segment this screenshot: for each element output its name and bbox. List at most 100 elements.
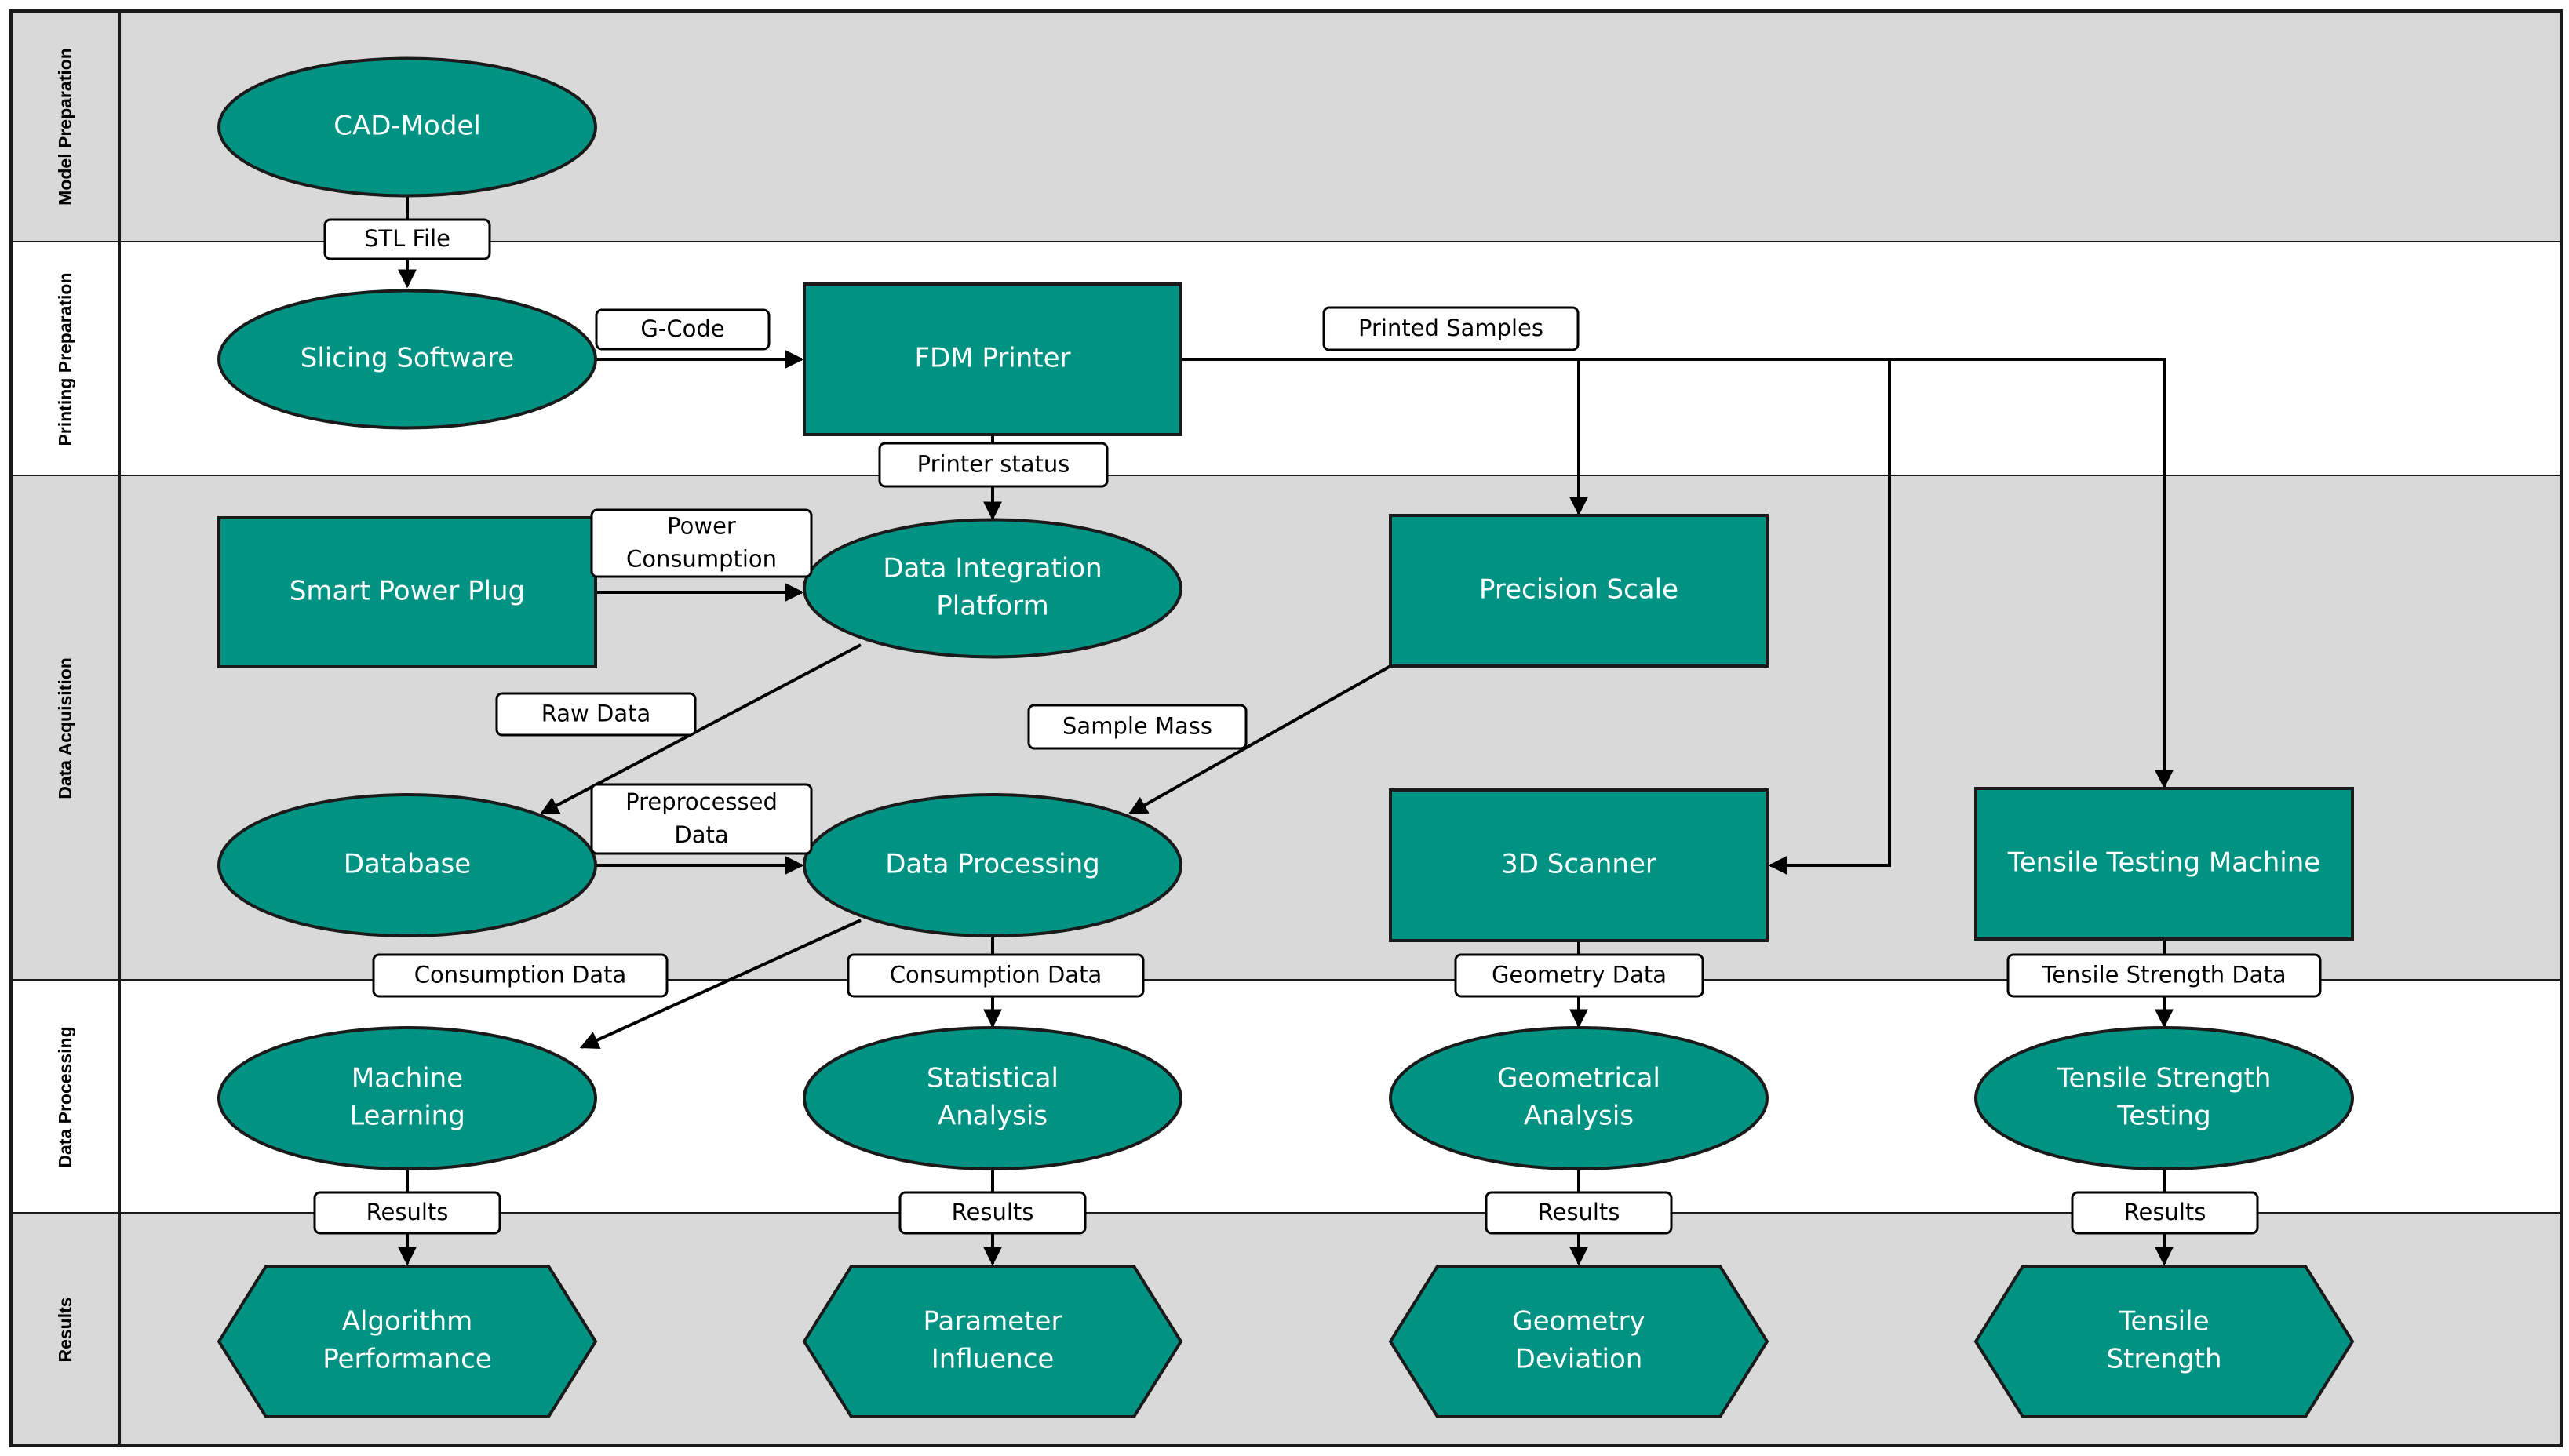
label-text: Data [674, 821, 728, 848]
label-box [372, 953, 669, 998]
ellipse-shape [803, 1026, 1182, 1170]
node-label: Algorithm [342, 1306, 473, 1338]
label-box [878, 442, 1109, 488]
label-box [495, 692, 697, 737]
node-label: Smart Power Plug [290, 576, 525, 607]
label-text: Results [2124, 1199, 2206, 1225]
node-slicing: Slicing Software [217, 289, 597, 430]
node-label: Statistical [927, 1063, 1059, 1094]
label-text: Printed Samples [1358, 315, 1543, 341]
label-box [323, 218, 491, 260]
label-box [2071, 1191, 2259, 1235]
label-box [847, 953, 1145, 998]
edge-label-printed: Printed Samples [1322, 306, 1580, 351]
label-text: Printer status [917, 451, 1070, 478]
lane-label: Data Acquisition [55, 657, 75, 799]
ellipse-shape [803, 793, 1182, 937]
node-label: Precision Scale [1479, 574, 1678, 606]
edge-label-gcode: G-Code [595, 308, 771, 351]
node-label: Strength [2106, 1344, 2221, 1375]
edge-fdm-to-scanner [1579, 358, 1891, 875]
edge-label-stl: STL File [323, 218, 491, 260]
node-label: Data Processing [885, 849, 1100, 880]
node-label: Testing [2116, 1101, 2211, 1132]
node-db: Database [217, 793, 597, 937]
edge-label-res3: Results [1485, 1191, 1673, 1235]
node-label: Tensile Testing Machine [2007, 847, 2320, 879]
rect-shape [1974, 787, 2354, 941]
ellipse-shape [1389, 1026, 1769, 1170]
edge-scale-to-dproc [1128, 664, 1391, 815]
node-label: Influence [931, 1344, 1055, 1375]
label-box [595, 308, 771, 351]
label-text: Results [1538, 1199, 1620, 1225]
edge-fdm-to-tensile-machine [1889, 358, 2174, 789]
label-text: Sample Mass [1062, 713, 1212, 740]
edge-label-mass: Sample Mass [1027, 704, 1248, 750]
node-label: Learning [349, 1101, 465, 1132]
edge-label-res4: Results [2071, 1191, 2259, 1235]
rect-shape [217, 516, 597, 668]
node-cad: CAD-Model [217, 56, 597, 198]
diagram-frame [9, 9, 2563, 1447]
node-label: Analysis [1524, 1101, 1634, 1132]
node-label: Data Integration [883, 553, 1102, 584]
node-tensile-machine: Tensile Testing Machine [1974, 787, 2354, 941]
edge-label-res2: Results [898, 1191, 1087, 1235]
label-text: Geometry Data [1492, 962, 1667, 988]
ellipse-shape [803, 518, 1182, 659]
label-box [590, 783, 813, 855]
label-box [590, 508, 813, 578]
label-text: Preprocessed [625, 788, 778, 815]
ellipse-shape [217, 56, 597, 198]
label-text: G-Code [640, 315, 724, 342]
lane-label: Model Preparation [55, 48, 75, 206]
label-text: Power [667, 513, 736, 540]
ellipse-shape [217, 1026, 597, 1170]
label-text: Results [952, 1199, 1034, 1225]
label-text: Results [366, 1199, 449, 1225]
node-scanner: 3D Scanner [1389, 788, 1769, 942]
edge-label-cons1: Consumption Data [372, 953, 669, 998]
rect-shape [1389, 788, 1769, 942]
label-text: Tensile Strength Data [2041, 962, 2286, 988]
node-label: Database [344, 849, 471, 880]
hexagon-shape [1973, 1265, 2355, 1418]
node-label: Parameter [924, 1306, 1062, 1338]
node-fdm: FDM Printer [803, 282, 1182, 436]
label-box [1322, 306, 1580, 351]
label-box [1027, 704, 1248, 750]
label-text: STL File [364, 225, 450, 252]
hexagon-shape [1388, 1265, 1769, 1418]
ellipse-shape [217, 793, 597, 937]
label-text: Raw Data [541, 701, 650, 727]
node-label: Deviation [1515, 1344, 1643, 1375]
node-label: Geometry [1512, 1306, 1645, 1338]
rect-shape [803, 282, 1182, 436]
rect-shape [1389, 514, 1769, 668]
lane-label: Data Processing [55, 1026, 75, 1167]
node-dproc: Data Processing [803, 793, 1182, 937]
edge-dproc-to-ml [579, 919, 862, 1049]
node-label: Analysis [938, 1101, 1048, 1132]
node-plug: Smart Power Plug [217, 516, 597, 668]
label-text: Consumption Data [414, 962, 627, 988]
lane-label: Results [55, 1297, 75, 1362]
edge-label-raw: Raw Data [495, 692, 697, 737]
node-label: Tensile [2119, 1306, 2210, 1338]
label-box [1485, 1191, 1673, 1235]
hexagon-shape [217, 1265, 598, 1418]
lane-label: Printing Preparation [55, 272, 75, 446]
label-text: Consumption Data [890, 962, 1102, 988]
node-label: Tensile Strength [2057, 1063, 2272, 1094]
edge-label-pstatus: Printer status [878, 442, 1109, 488]
edge-label-cons2: Consumption Data [847, 953, 1145, 998]
node-label: Performance [322, 1344, 491, 1375]
node-label: Machine [352, 1063, 463, 1094]
edge-label-res1: Results [313, 1191, 501, 1235]
